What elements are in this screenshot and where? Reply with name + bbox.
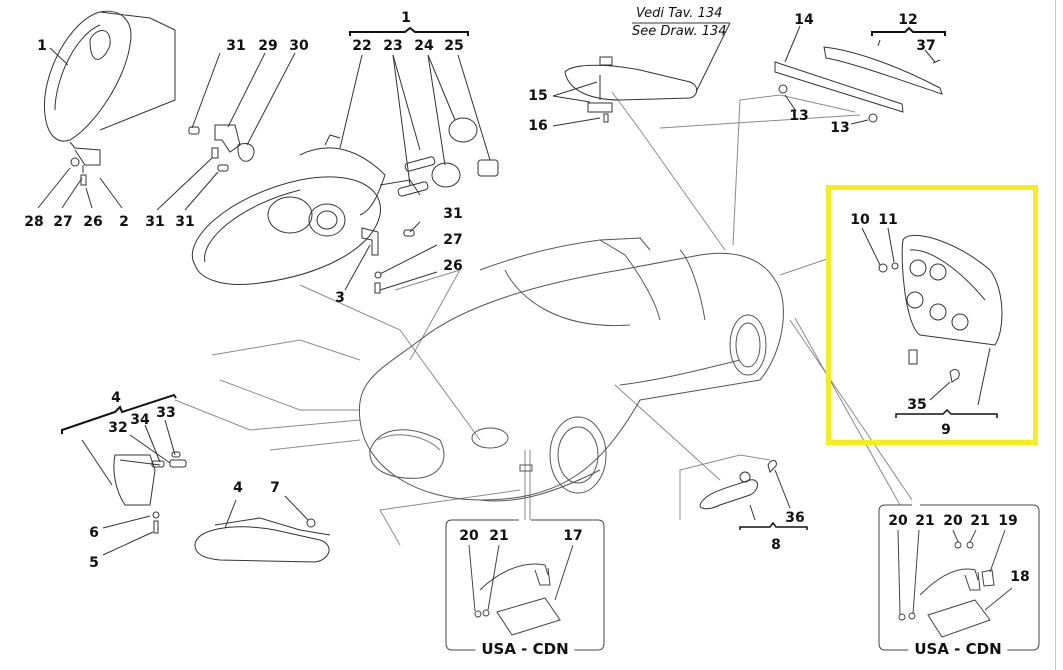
callout-21[interactable]: 21 — [970, 513, 990, 529]
callout-22[interactable]: 22 — [352, 38, 372, 54]
region-label-usa-cdn-rear: USA - CDN — [908, 640, 1008, 658]
brace-group-12 — [871, 26, 946, 36]
callout-13[interactable]: 13 — [830, 120, 850, 136]
headlamp-bracket-parts — [156, 52, 296, 211]
brace-group-8 — [739, 521, 808, 530]
callout-35[interactable]: 35 — [907, 397, 927, 413]
callout-14[interactable]: 14 — [794, 12, 814, 28]
callout-1[interactable]: 1 — [401, 10, 411, 26]
callout-34[interactable]: 34 — [130, 412, 150, 428]
guide-lines — [174, 91, 913, 546]
callout-33[interactable]: 33 — [156, 405, 176, 421]
front-indicator-illustration — [81, 419, 187, 556]
callout-13[interactable]: 13 — [789, 108, 809, 124]
reference-en: See Draw. 134 — [632, 24, 727, 39]
headlamp-left-illustration — [43, 10, 176, 186]
callout-25[interactable]: 25 — [444, 38, 464, 54]
callout-24[interactable]: 24 — [414, 38, 434, 54]
side-repeater-illustration — [699, 460, 791, 521]
callout-19[interactable]: 19 — [998, 513, 1018, 529]
callout-15[interactable]: 15 — [528, 88, 548, 104]
callout-20[interactable]: 20 — [943, 513, 963, 529]
callout-31[interactable]: 31 — [443, 206, 463, 222]
leader-lines-headlamp-left — [37, 47, 123, 209]
callout-1[interactable]: 1 — [37, 38, 47, 54]
callout-31[interactable]: 31 — [175, 214, 195, 230]
tail-lamp-illustration — [861, 227, 1003, 406]
page-edge-divider — [1055, 0, 1056, 670]
rear-bar-illustration — [774, 25, 943, 125]
callout-37[interactable]: 37 — [916, 38, 936, 54]
third-brake-light-illustration — [552, 22, 731, 127]
bumper-indicator-illustration — [194, 495, 331, 563]
callout-36[interactable]: 36 — [785, 510, 805, 526]
callout-3[interactable]: 3 — [335, 290, 345, 306]
callout-29[interactable]: 29 — [258, 38, 278, 54]
callout-27[interactable]: 27 — [53, 214, 73, 230]
callout-12[interactable]: 12 — [898, 12, 918, 28]
callout-5[interactable]: 5 — [89, 555, 99, 571]
callout-21[interactable]: 21 — [915, 513, 935, 529]
callout-17[interactable]: 17 — [563, 528, 583, 544]
callout-32[interactable]: 32 — [108, 420, 128, 436]
headlamp-main-illustration — [192, 54, 499, 294]
callout-9[interactable]: 9 — [941, 422, 951, 438]
callout-26[interactable]: 26 — [443, 258, 463, 274]
reference-it: Vedi Tav. 134 — [636, 6, 723, 21]
callout-31[interactable]: 31 — [145, 214, 165, 230]
brace-group-4 — [61, 393, 177, 434]
callout-20[interactable]: 20 — [888, 513, 908, 529]
callout-6[interactable]: 6 — [89, 525, 99, 541]
highlight-box-tail-lamp[interactable] — [826, 185, 1038, 445]
callout-4[interactable]: 4 — [111, 390, 121, 406]
callout-18[interactable]: 18 — [1010, 569, 1030, 585]
brace-group-9 — [895, 408, 998, 418]
callout-30[interactable]: 30 — [289, 38, 309, 54]
brace-group-1 — [349, 26, 469, 36]
callout-7[interactable]: 7 — [270, 480, 280, 496]
callout-10[interactable]: 10 — [850, 212, 870, 228]
callout-31[interactable]: 31 — [226, 38, 246, 54]
region-label-usa-cdn-front: USA - CDN — [475, 640, 575, 658]
callout-21[interactable]: 21 — [489, 528, 509, 544]
callout-2[interactable]: 2 — [119, 214, 129, 230]
callout-11[interactable]: 11 — [878, 212, 898, 228]
callout-16[interactable]: 16 — [528, 118, 548, 134]
callout-26[interactable]: 26 — [83, 214, 103, 230]
callout-20[interactable]: 20 — [459, 528, 479, 544]
callout-8[interactable]: 8 — [771, 537, 781, 553]
car-illustration — [358, 237, 784, 502]
callout-4[interactable]: 4 — [233, 480, 243, 496]
callout-23[interactable]: 23 — [383, 38, 403, 54]
callout-28[interactable]: 28 — [24, 214, 44, 230]
callout-27[interactable]: 27 — [443, 232, 463, 248]
